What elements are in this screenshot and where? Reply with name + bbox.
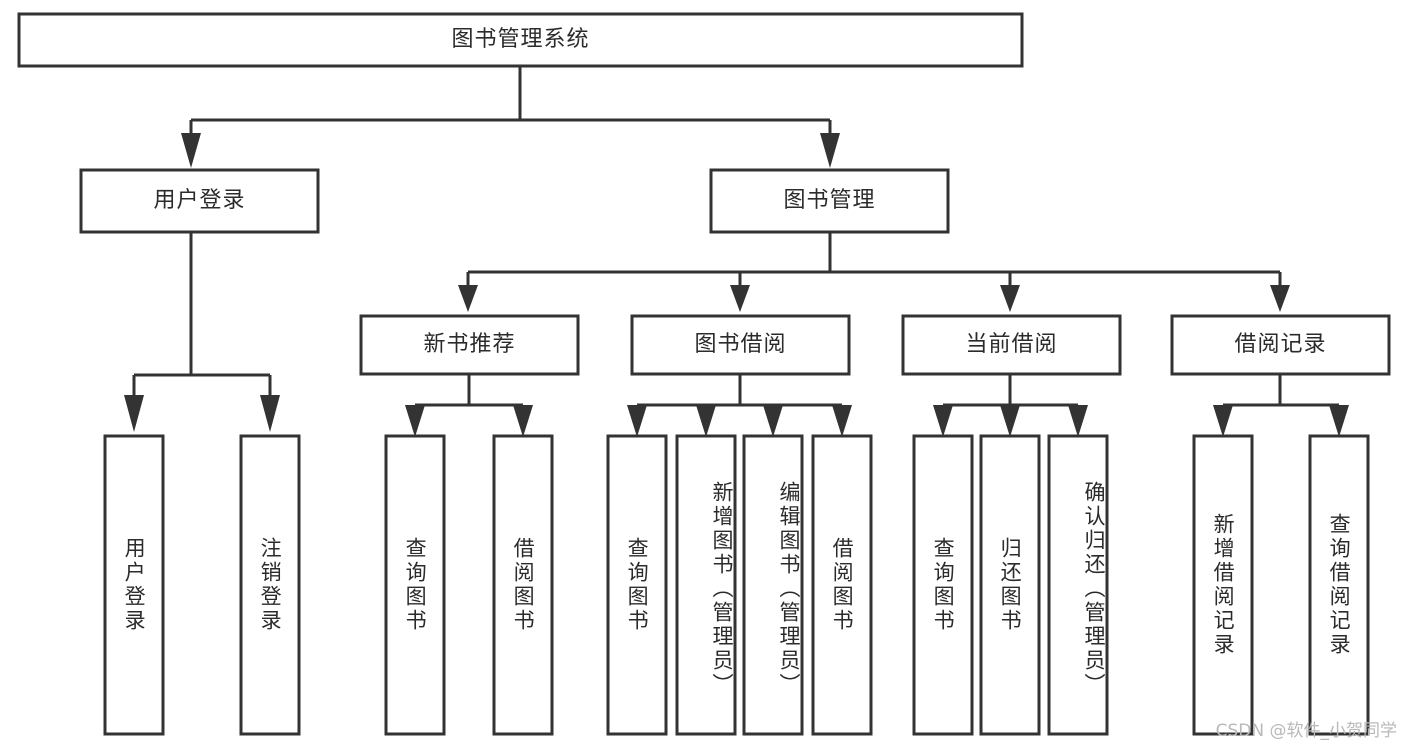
leaf-box-borrow-record-1[interactable] <box>1308 434 1370 736</box>
leaf-box-new-book-1[interactable] <box>492 434 554 736</box>
leaf-box-current-borrow-1[interactable] <box>979 434 1041 736</box>
arrowhead-book-borrow-leaf-4 <box>832 405 852 437</box>
arrowhead-user-login <box>181 133 201 168</box>
node-book-borrow-box[interactable] <box>630 314 851 376</box>
arrowhead-new-book <box>458 285 478 312</box>
leaf-box-user-login-0[interactable] <box>103 434 165 736</box>
arrowhead-new-book-leaf-1 <box>405 405 425 437</box>
arrowhead-leaf-user-login <box>124 395 144 432</box>
arrowhead-borrow-record-leaf-1 <box>1213 405 1233 437</box>
leaf-box-current-borrow-2[interactable] <box>1047 434 1109 736</box>
arrowhead-new-book-leaf-2 <box>513 405 533 437</box>
leaf-box-book-borrow-2[interactable] <box>742 434 804 736</box>
leaf-box-current-borrow-0[interactable] <box>912 434 974 736</box>
leaf-box-borrow-record-0[interactable] <box>1192 434 1254 736</box>
arrowhead-book-borrow-leaf-2 <box>696 405 716 437</box>
arrowhead-borrow-record <box>1270 285 1290 312</box>
leaf-box-user-login-1[interactable] <box>239 434 301 736</box>
arrowhead-leaf-logout <box>260 395 280 432</box>
leaf-box-book-borrow-0[interactable] <box>606 434 668 736</box>
node-root-box[interactable] <box>17 12 1024 68</box>
arrowhead-current-borrow-leaf-1 <box>933 405 953 437</box>
arrowhead-current-borrow-leaf-3 <box>1068 405 1088 437</box>
leaf-box-new-book-0[interactable] <box>384 434 446 736</box>
arrowhead-book-borrow-leaf-3 <box>763 405 783 437</box>
arrowhead-borrow-record-leaf-2 <box>1329 405 1349 437</box>
node-new-book-box[interactable] <box>359 314 580 376</box>
watermark-text: CSDN @软件_小贺同学 <box>1215 721 1397 741</box>
node-user-login-box[interactable] <box>79 168 320 234</box>
arrowhead-current-borrow-leaf-2 <box>1000 405 1020 437</box>
leaf-box-book-borrow-1[interactable] <box>675 434 737 736</box>
node-borrow-record-box[interactable] <box>1170 314 1391 376</box>
arrowhead-book-manage <box>820 133 840 168</box>
arrowhead-book-borrow-leaf-1 <box>627 405 647 437</box>
arrowhead-current-borrow <box>1000 285 1020 312</box>
leaf-box-book-borrow-3[interactable] <box>811 434 873 736</box>
arrowhead-book-borrow <box>730 285 750 312</box>
node-book-manage-box[interactable] <box>709 168 950 234</box>
node-current-borrow-box[interactable] <box>901 314 1122 376</box>
